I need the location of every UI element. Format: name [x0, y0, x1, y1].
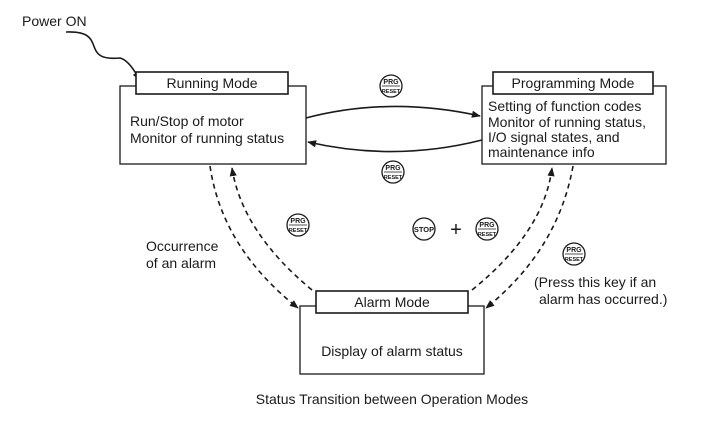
programming-mode-title: Programming Mode [512, 75, 635, 91]
svg-text:RESET: RESET [382, 89, 401, 95]
running-mode-line-2: Monitor of running status [130, 130, 284, 146]
diagram-caption: Status Transition between Operation Mode… [256, 391, 528, 407]
stop-key: STOP [412, 217, 436, 241]
arrow-alarm-to-programming [471, 167, 555, 291]
plus-sign: + [450, 219, 462, 241]
arrow-running-to-alarm [209, 165, 299, 309]
svg-text:PRG: PRG [385, 165, 401, 172]
press-key-label-line-1: (Press this key if an [534, 274, 656, 290]
prg-reset-key-combo: PRG RESET [475, 217, 499, 241]
arrow-running-to-programming [305, 105, 481, 119]
occurrence-label-line-2: of an alarm [146, 255, 216, 271]
svg-text:PRG: PRG [290, 218, 306, 225]
running-mode-box: Running Mode Run/Stop of motor Monitor o… [119, 71, 307, 165]
programming-mode-line-4: maintenance info [488, 144, 595, 160]
prg-reset-key-right: PRG RESET [562, 242, 586, 266]
running-mode-title: Running Mode [166, 75, 257, 91]
occurrence-label-line-1: Occurrence [146, 238, 219, 254]
svg-text:PRG: PRG [566, 247, 582, 254]
power-on-arrow [65, 31, 141, 81]
svg-text:PRG: PRG [479, 222, 495, 229]
prg-reset-key-left: PRG RESET [286, 213, 310, 237]
svg-text:RESET: RESET [289, 228, 308, 234]
press-key-label-line-2: alarm has occurred.) [539, 291, 667, 307]
svg-text:RESET: RESET [384, 175, 403, 181]
running-mode-line-1: Run/Stop of motor [130, 113, 244, 129]
power-on-label: Power ON [22, 13, 87, 29]
alarm-mode-box: Alarm Mode Display of alarm status [299, 290, 485, 375]
arrow-programming-to-alarm [485, 165, 574, 309]
svg-text:PRG: PRG [383, 79, 399, 86]
prg-reset-key-top: PRG RESET [379, 74, 403, 98]
programming-mode-box: Programming Mode Setting of function cod… [481, 71, 667, 165]
svg-text:RESET: RESET [478, 232, 497, 238]
arrow-alarm-to-running [229, 167, 313, 291]
programming-mode-line-2: Monitor of running status, [488, 114, 646, 130]
alarm-mode-line-1: Display of alarm status [321, 343, 463, 359]
programming-mode-line-3: I/O signal states, and [488, 129, 620, 145]
programming-mode-line-1: Setting of function codes [488, 98, 641, 114]
alarm-mode-title: Alarm Mode [354, 294, 430, 310]
svg-text:RESET: RESET [565, 257, 584, 263]
svg-text:STOP: STOP [414, 225, 434, 234]
arrow-programming-to-running [307, 139, 483, 153]
prg-reset-key-bottom: PRG RESET [381, 160, 405, 184]
